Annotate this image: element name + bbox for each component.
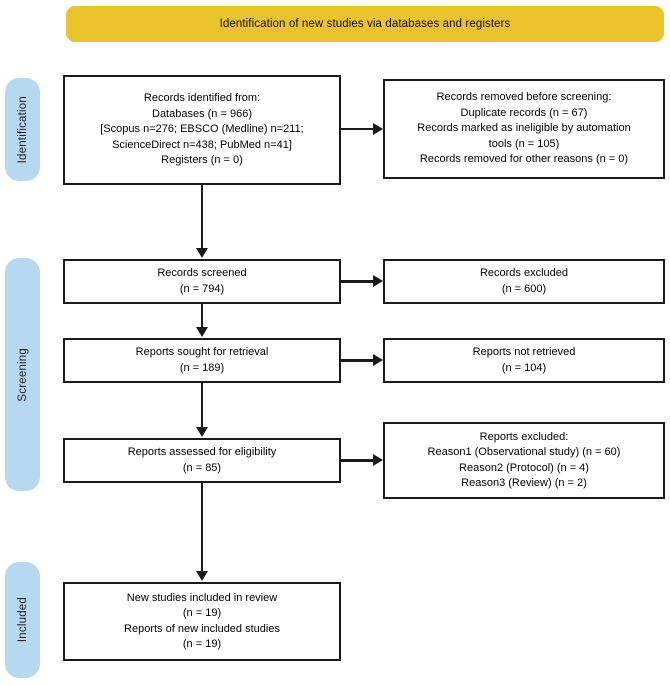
node-reports-excluded-text: Reports excluded: Reason1 (Observational… [427, 430, 621, 490]
node-reports-excluded: Reports excluded: Reason1 (Observational… [383, 422, 665, 499]
node-records-removed-before-screening: Records removed before screening: Duplic… [383, 79, 665, 179]
node-records-excluded: Records excluded (n = 600) [383, 259, 665, 304]
connector-assessed-to-reportsexcluded [341, 459, 374, 462]
node-reports-not-retrieved: Reports not retrieved (n = 104) [383, 338, 665, 383]
node-reports-sought-for-retrieval: Reports sought for retrieval (n = 189) [63, 338, 341, 383]
connector-sought-to-notretrieved [341, 359, 374, 362]
stage-label-screening: Screening [5, 258, 40, 491]
arrow-right-icon-identified-to-removed [373, 122, 383, 135]
arrow-down-icon-sought-to-assessed [195, 427, 208, 437]
arrow-down-icon-identified-to-screened [195, 248, 208, 258]
identification-banner: Identification of new studies via databa… [66, 6, 664, 42]
arrow-down-icon-screened-to-sought [195, 327, 208, 337]
node-records-excluded-text: Records excluded (n = 600) [479, 267, 569, 295]
arrow-right-icon-assessed-to-reportsexcluded [373, 454, 383, 466]
connector-screened-to-excluded [341, 280, 374, 283]
node-reports-sought-for-retrieval-text: Reports sought for retrieval (n = 189) [135, 346, 269, 374]
node-reports-not-retrieved-text: Reports not retrieved (n = 104) [472, 346, 576, 374]
node-records-screened: Records screened (n = 794) [63, 259, 341, 304]
stage-label-screening-text: Screening [16, 347, 29, 402]
connector-assessed-to-included [200, 483, 204, 572]
arrow-right-icon-sought-to-notretrieved [373, 354, 383, 366]
stage-label-included-text: Included [16, 597, 29, 643]
node-records-removed-before-screening-text: Records removed before screening: Duplic… [417, 91, 631, 166]
node-reports-assessed-for-eligibility-text: Reports assessed for eligibility (n = 85… [127, 446, 277, 474]
connector-identified-to-removed [341, 127, 374, 131]
node-records-identified: Records identified from: Databases (n = … [63, 75, 341, 185]
connector-identified-to-screened [200, 185, 204, 249]
stage-label-identification-text: Identification [16, 95, 29, 164]
node-records-screened-text: Records screened (n = 794) [157, 267, 247, 295]
node-new-studies-included: New studies included in review (n = 19) … [63, 582, 341, 661]
arrow-down-icon-assessed-to-included [195, 571, 208, 581]
connector-screened-to-sought [200, 304, 204, 328]
stage-label-included: Included [5, 562, 40, 678]
node-reports-assessed-for-eligibility: Reports assessed for eligibility (n = 85… [63, 438, 341, 483]
node-records-identified-text: Records identified from: Databases (n = … [100, 92, 304, 167]
stage-label-identification: Identification [5, 78, 40, 181]
connector-sought-to-assessed [200, 383, 204, 428]
node-new-studies-included-text: New studies included in review (n = 19) … [124, 591, 280, 651]
banner-title: Identification of new studies via databa… [219, 18, 511, 30]
arrow-right-icon-screened-to-excluded [373, 275, 383, 287]
